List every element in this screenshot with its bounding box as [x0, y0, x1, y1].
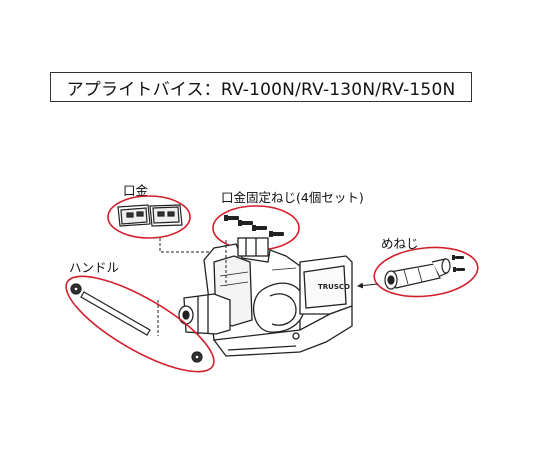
jaw-leader — [159, 238, 217, 253]
nut-highlight — [373, 246, 479, 298]
handle — [70, 283, 203, 363]
brand-mark: TRUSCO — [318, 283, 350, 291]
title: アプライトバイス：RV-100N/RV-130N/RV-150N — [66, 79, 456, 100]
nut — [384, 258, 451, 290]
jaw-plates — [117, 204, 183, 227]
guide-lines — [157, 240, 227, 336]
nut-arrow — [357, 282, 379, 289]
label-handle: ハンドル — [69, 260, 120, 275]
label-nut: めねじ — [381, 236, 419, 251]
label-jaw-screw: 口金固定ねじ(4個セット) — [221, 190, 364, 205]
title-box: アプライトバイス：RV-100N/RV-130N/RV-150N — [50, 72, 472, 102]
vise-body — [178, 237, 353, 357]
nut-screws — [452, 255, 465, 272]
handle-highlight — [65, 275, 215, 373]
jaw-highlight — [107, 195, 191, 239]
label-jaw: 口金 — [123, 183, 149, 198]
jaw-screws — [224, 215, 284, 237]
